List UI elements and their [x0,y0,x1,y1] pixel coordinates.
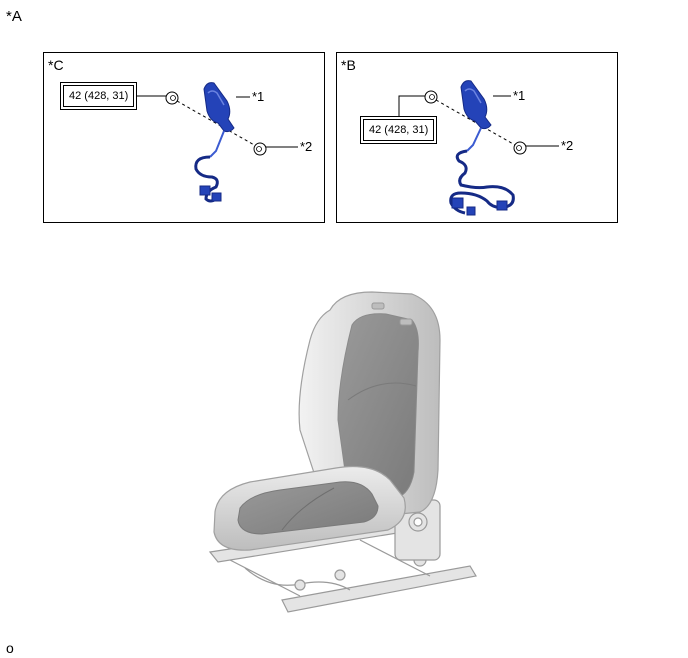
panel-c-bolt-icon [165,91,179,105]
panel-b-bolt-icon [424,90,438,104]
seat-backrest [298,291,441,519]
seat-cushion [213,465,406,551]
panel-b-bolt-2-icon [513,141,527,155]
panel-b-torque-value: 42 (428, 31) [363,119,435,141]
panel-b: *B 42 (428, 31) [336,52,618,223]
panel-b-torque-box: 42 (428, 31) [360,116,438,144]
panel-c-buckle-drawing [136,82,298,203]
figure-label: *A [6,8,22,25]
panel-b-label: *B [341,57,356,73]
footer-label: o [6,640,14,656]
panel-b-buckle-drawing [398,80,559,216]
panel-c-callout-2: *2 [300,139,313,154]
panel-c-callout-1: *1 [252,89,265,104]
panel-c-torque-box: 42 (428, 31) [60,82,138,110]
panel-b-callout-2: *2 [561,138,574,153]
panel-c-torque-value: 42 (428, 31) [63,85,135,107]
panel-b-callout-1: *1 [513,88,526,103]
panel-c-bolt-2-icon [253,142,267,156]
panel-b-buckle-icon [449,80,515,216]
panel-c-label: *C [48,57,64,73]
panel-c: *C 42 (428, 31) [43,52,325,223]
panel-b-torque-leader [398,95,425,116]
panel-c-buckle-icon [194,82,235,203]
